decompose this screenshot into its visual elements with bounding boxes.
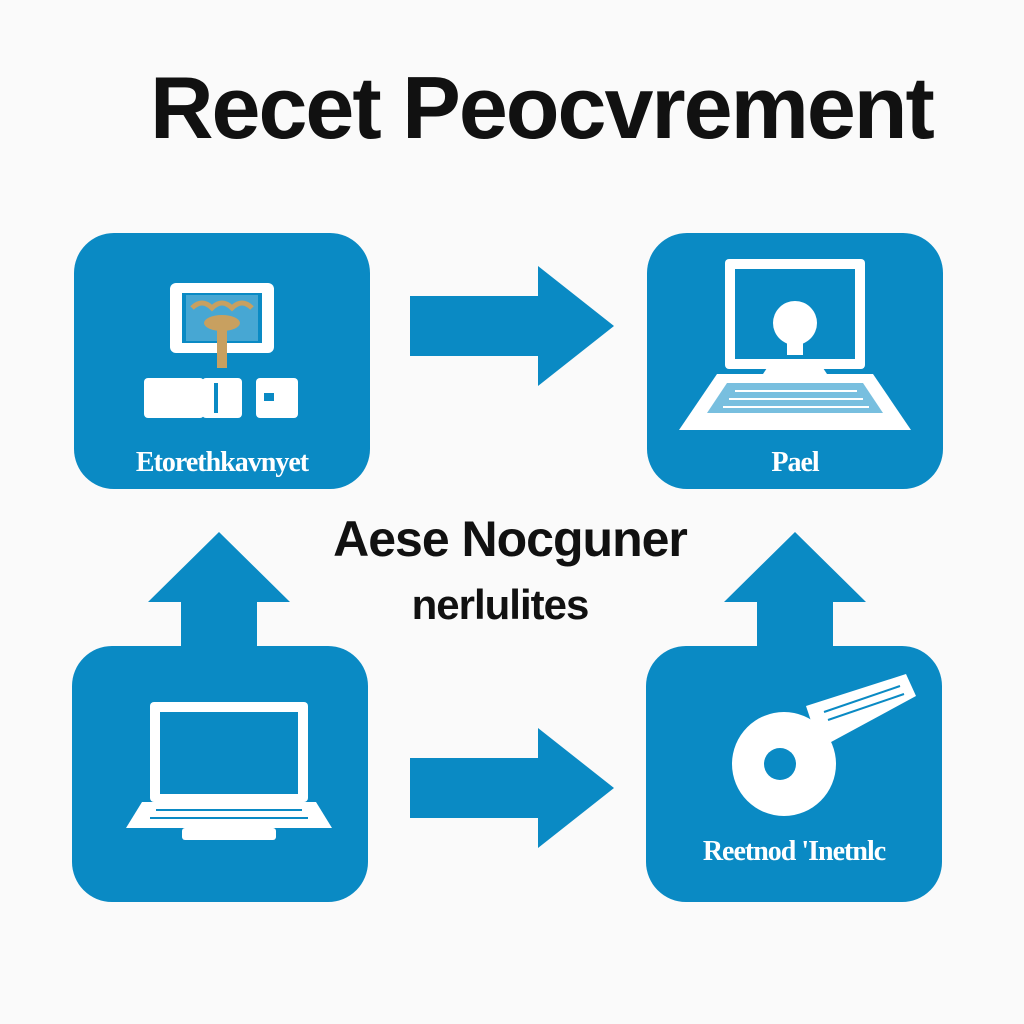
- center-caption-line1: Aese Nocguner: [333, 511, 688, 567]
- center-caption-line2: nerlulites: [411, 581, 590, 628]
- step-box-laptop: [72, 646, 368, 902]
- arrow-up-right: [724, 532, 866, 648]
- step-box-laptop-user: Pael: [647, 233, 943, 489]
- step-label-laptop-user: Pael: [771, 447, 819, 478]
- step-box-key: Reetnod 'Inetnlc: [646, 646, 942, 902]
- laptop-icon: [126, 702, 332, 840]
- network-device-icon: [144, 283, 298, 418]
- step-label-network: Etorethkavnyet: [135, 447, 309, 478]
- diagram-title: Recet Peocvrement: [150, 58, 935, 157]
- laptop-user-icon: [679, 259, 911, 430]
- arrow-up-left: [148, 532, 290, 648]
- step-label-key: Reetnod 'Inetnlc: [702, 836, 886, 867]
- arrow-right-bottom: [410, 728, 614, 848]
- step-box-network: Etorethkavnyet: [74, 233, 370, 489]
- key-icon: [732, 674, 916, 816]
- arrow-right-top: [410, 266, 614, 386]
